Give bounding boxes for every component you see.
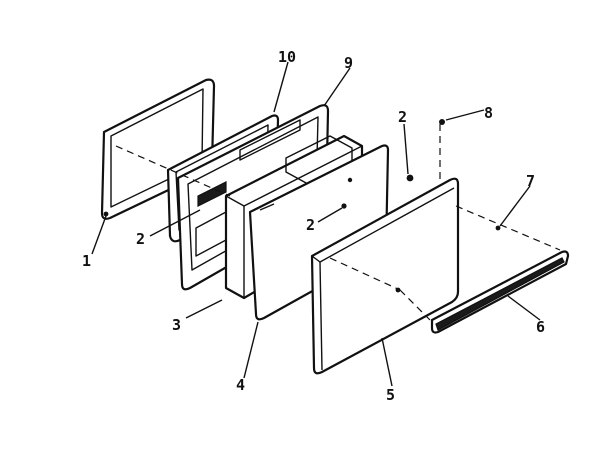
callout-3: 3: [172, 316, 181, 334]
alignment-lines: [115, 124, 561, 321]
callout-labels: 1 2 2 2 3 4 5 6 7 8 9 10: [82, 48, 545, 404]
screw-hardware: [341, 119, 501, 231]
part-5-outer-door: [310, 177, 460, 375]
callout-2-top: 2: [398, 108, 407, 126]
callout-2-center: 2: [306, 216, 315, 234]
callout-6: 6: [536, 318, 545, 336]
leader-lines: [91, 61, 541, 387]
callout-10: 10: [278, 48, 296, 66]
part-6-handle: [430, 250, 570, 334]
callout-4: 4: [236, 376, 245, 394]
callout-1: 1: [82, 252, 91, 270]
callout-8: 8: [484, 104, 493, 122]
callout-7: 7: [526, 172, 535, 190]
callout-9: 9: [344, 54, 353, 72]
callout-2-left: 2: [136, 230, 145, 248]
callout-5: 5: [386, 386, 395, 404]
